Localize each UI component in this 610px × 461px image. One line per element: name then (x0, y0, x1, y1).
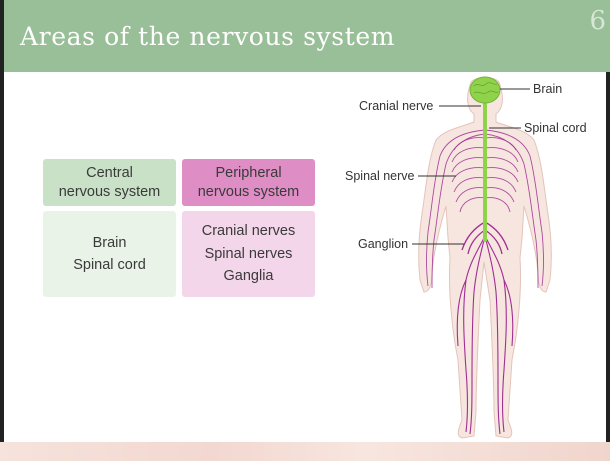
brain-shape (470, 77, 500, 103)
label-spinal-cord: Spinal cord (524, 121, 587, 135)
label-ganglion: Ganglion (358, 237, 408, 251)
decorative-bottom-strip (0, 442, 610, 461)
label-brain: Brain (533, 82, 562, 96)
label-spinal-nerve: Spinal nerve (345, 169, 415, 183)
label-cranial-nerve: Cranial nerve (359, 99, 433, 113)
